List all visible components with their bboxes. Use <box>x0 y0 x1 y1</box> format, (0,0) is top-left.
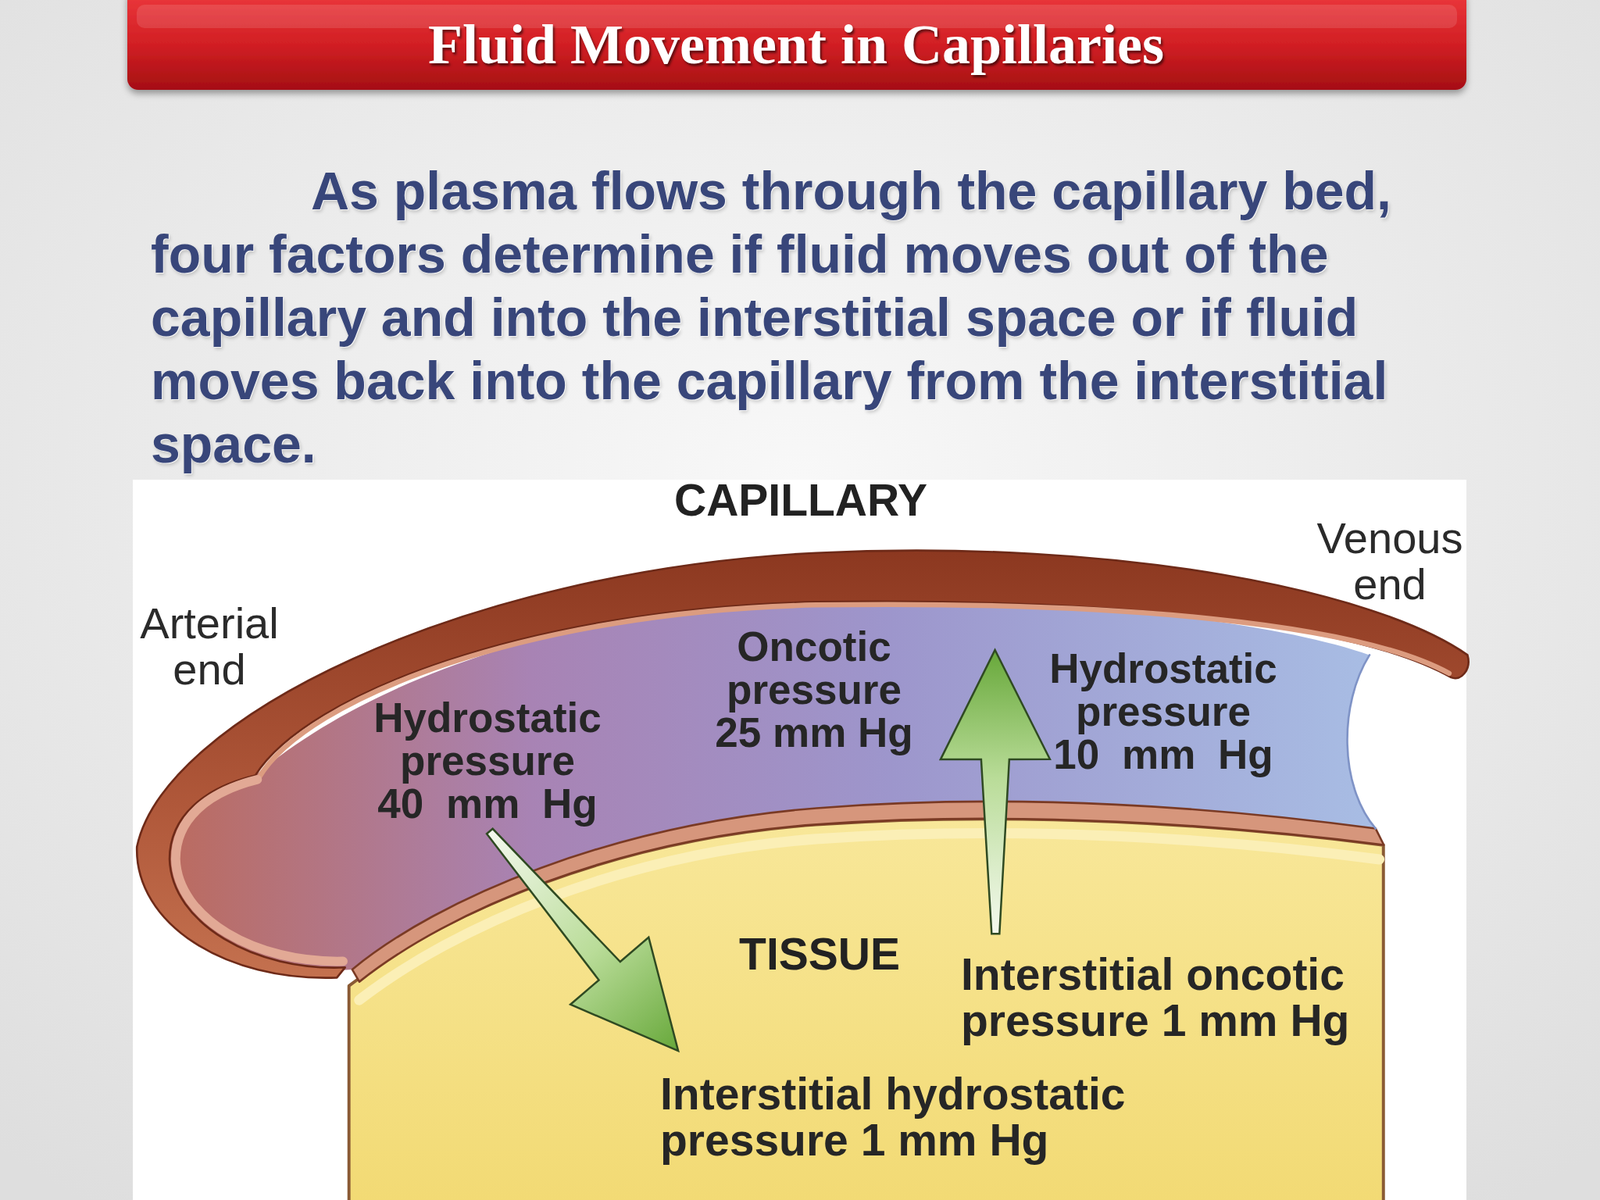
pressure-label: Hydrostatic pressure 10 mm Hg <box>1046 646 1281 776</box>
intro-paragraph: As plasma flows through the capillary be… <box>150 159 1409 476</box>
pressure-label: Interstitial oncotic pressure 1 mm Hg <box>960 951 1368 1044</box>
vessel-heading: CAPILLARY <box>605 475 997 525</box>
end-label: Venous end <box>1296 514 1484 608</box>
pressure-label: Oncotic pressure 25 mm Hg <box>707 625 922 754</box>
capillary-vessel: CAPILLARYHydrostatic pressure 40 mm HgOn… <box>132 540 1470 980</box>
region-heading: TISSUE <box>663 929 976 979</box>
arterial-end-rim <box>175 779 343 962</box>
flow-arrow <box>486 828 679 1051</box>
tissue-fill <box>349 818 1384 1200</box>
slide-title: Fluid Movement in Capillaries <box>127 0 1465 90</box>
venous-end-rim <box>1347 654 1376 829</box>
pressure-label: Hydrostatic pressure 40 mm Hg <box>370 696 605 825</box>
flow-arrow <box>940 650 1050 934</box>
end-label: Arterial end <box>115 600 304 693</box>
title-banner <box>127 0 1467 90</box>
pressure-label: Interstitial hydrostatic pressure 1 mm H… <box>660 1071 1161 1164</box>
